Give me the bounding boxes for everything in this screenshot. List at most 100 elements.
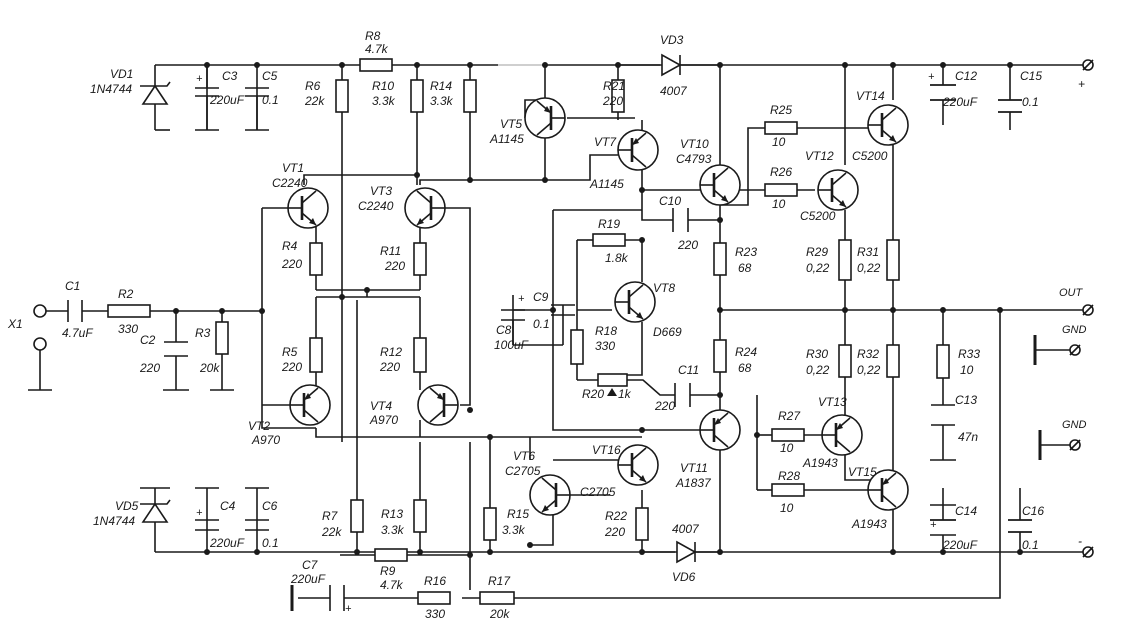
transistor-vt7: [616, 128, 660, 172]
resistor-r20: [597, 373, 628, 387]
label-val: C2705: [505, 464, 541, 478]
resistor-r8: [359, 58, 393, 72]
capacitors: [67, 65, 1032, 611]
label-val: 10: [780, 501, 794, 515]
label-ref: R23: [735, 245, 757, 259]
polarity-mark: +: [345, 603, 352, 615]
label-ref: C4: [220, 499, 236, 513]
terminal-x1-a: [33, 304, 47, 318]
label-val: 3.3k: [372, 94, 396, 108]
resistor-r2: [107, 304, 151, 318]
label-ref: C8: [496, 323, 512, 337]
label-ref: C9: [533, 290, 549, 304]
resistor-r24: [713, 339, 727, 373]
label-val: 68: [738, 361, 752, 375]
label-val: 10: [772, 197, 786, 211]
component-labels: VD1 1N4744 C3 220uF C5 0.1 R8 4.7k R6 22…: [7, 29, 1087, 621]
resistor-r13: [413, 499, 427, 533]
label-val: C2705: [580, 485, 616, 499]
label-ref: X1: [7, 317, 23, 331]
label-val: 220: [604, 525, 625, 539]
label-ref: R27: [778, 409, 801, 423]
zener-vd1: [140, 81, 171, 105]
label-val: 0.1: [262, 93, 279, 107]
label-ref: R18: [595, 324, 617, 338]
label-ref: VD5: [115, 499, 139, 513]
label-ref: R7: [322, 509, 339, 523]
resistor-r29: [838, 239, 852, 281]
label-ref: VT13: [818, 395, 847, 409]
label-ref: VT10: [680, 137, 709, 151]
label-ref: R26: [770, 165, 792, 179]
label-val: 220: [602, 94, 623, 108]
label-val: 47n: [958, 430, 978, 444]
capacitor-c13: [931, 404, 955, 426]
label-ref: R13: [381, 507, 403, 521]
label-val: 22k: [321, 525, 342, 539]
label-val: A970: [369, 413, 398, 427]
capacitor-c4: [195, 519, 219, 531]
resistor-r19: [592, 233, 626, 247]
resistor-r3: [215, 321, 229, 355]
label-terminal-plus: +: [1078, 77, 1085, 91]
label-val: 0.1: [1022, 95, 1039, 109]
label-ref: C16: [1022, 504, 1044, 518]
label-ref: C2: [140, 333, 156, 347]
terminals: [33, 59, 1094, 558]
resistor-r5: [309, 337, 323, 373]
label-val: C5200: [852, 149, 888, 163]
resistor-r21: [611, 79, 625, 113]
label-ref: C5: [262, 69, 278, 83]
label-val: A1145: [589, 177, 624, 191]
transistor-vt10: [698, 163, 742, 207]
resistor-r18: [570, 329, 584, 365]
resistor-r23: [713, 242, 727, 276]
label-ref: C13: [955, 393, 977, 407]
label-val: 10: [960, 363, 974, 377]
label-ref: C10: [659, 194, 681, 208]
capacitor-c10: [672, 208, 689, 232]
label-ref: VT5: [500, 117, 522, 131]
label-val: C2240: [272, 176, 308, 190]
label-val: 220uF: [942, 95, 978, 109]
label-val: 220: [281, 257, 302, 271]
label-val: 1.8k: [605, 251, 629, 265]
label-ref: R28: [778, 469, 800, 483]
label-terminal-gnd1: GND: [1062, 324, 1087, 336]
label-val: 4.7k: [380, 578, 404, 592]
capacitor-c11: [674, 383, 691, 407]
label-val: A970: [251, 433, 280, 447]
resistor-r25: [764, 121, 798, 135]
capacitor-c12: [930, 84, 956, 101]
label-ref: C3: [222, 69, 238, 83]
label-ref: R32: [857, 347, 879, 361]
resistor-r22: [635, 507, 649, 541]
label-val: 68: [738, 261, 752, 275]
label-ref: R5: [282, 345, 298, 359]
terminal-plus: [1082, 59, 1094, 71]
label-ref: R14: [430, 79, 452, 93]
label-val: 3.3k: [381, 523, 405, 537]
terminal-gnd2: [1038, 430, 1081, 460]
label-ref: C6: [262, 499, 278, 513]
transistor-vt6: [528, 473, 572, 517]
label-ref: R21: [603, 79, 625, 93]
transistor-vt5: [523, 96, 567, 140]
wires: [28, 64, 1083, 599]
label-val: C4793: [676, 152, 712, 166]
label-val: C5200: [800, 209, 836, 223]
resistors: [107, 58, 950, 605]
label-ref: VT7: [594, 135, 617, 149]
label-ref: VD3: [660, 33, 684, 47]
polarity-mark: +: [196, 507, 203, 519]
label-val: A1943: [802, 456, 838, 470]
label-val: 220: [379, 360, 400, 374]
label-val: 10: [780, 441, 794, 455]
label-ref: VT6: [513, 449, 535, 463]
resistor-r7: [350, 499, 364, 533]
resistor-r10: [410, 79, 424, 113]
label-ref: VT3: [370, 184, 392, 198]
label-val: 4.7uF: [62, 326, 93, 340]
label-ref: VT15: [848, 465, 877, 479]
